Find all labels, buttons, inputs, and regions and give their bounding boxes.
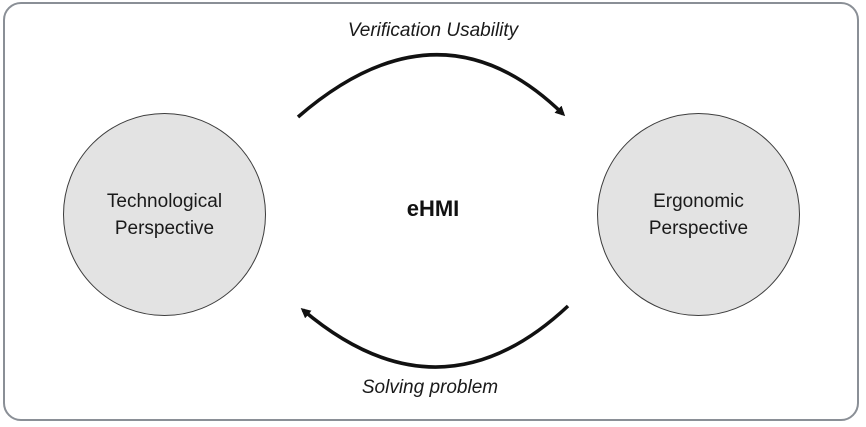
center-label: eHMI [406, 196, 460, 221]
bottom-arrow-label: Solving problem [361, 377, 499, 398]
technological-perspective-node: Technological Perspective [63, 113, 266, 316]
bottom-arrow [300, 304, 570, 369]
ergonomic-perspective-node: Ergonomic Perspective [597, 113, 800, 316]
top-arrow-label: Verification Usability [347, 20, 519, 41]
top-arrow [296, 53, 566, 119]
left-node-label: Technological Perspective [106, 190, 223, 239]
right-node-label: Ergonomic Perspective [648, 190, 749, 239]
